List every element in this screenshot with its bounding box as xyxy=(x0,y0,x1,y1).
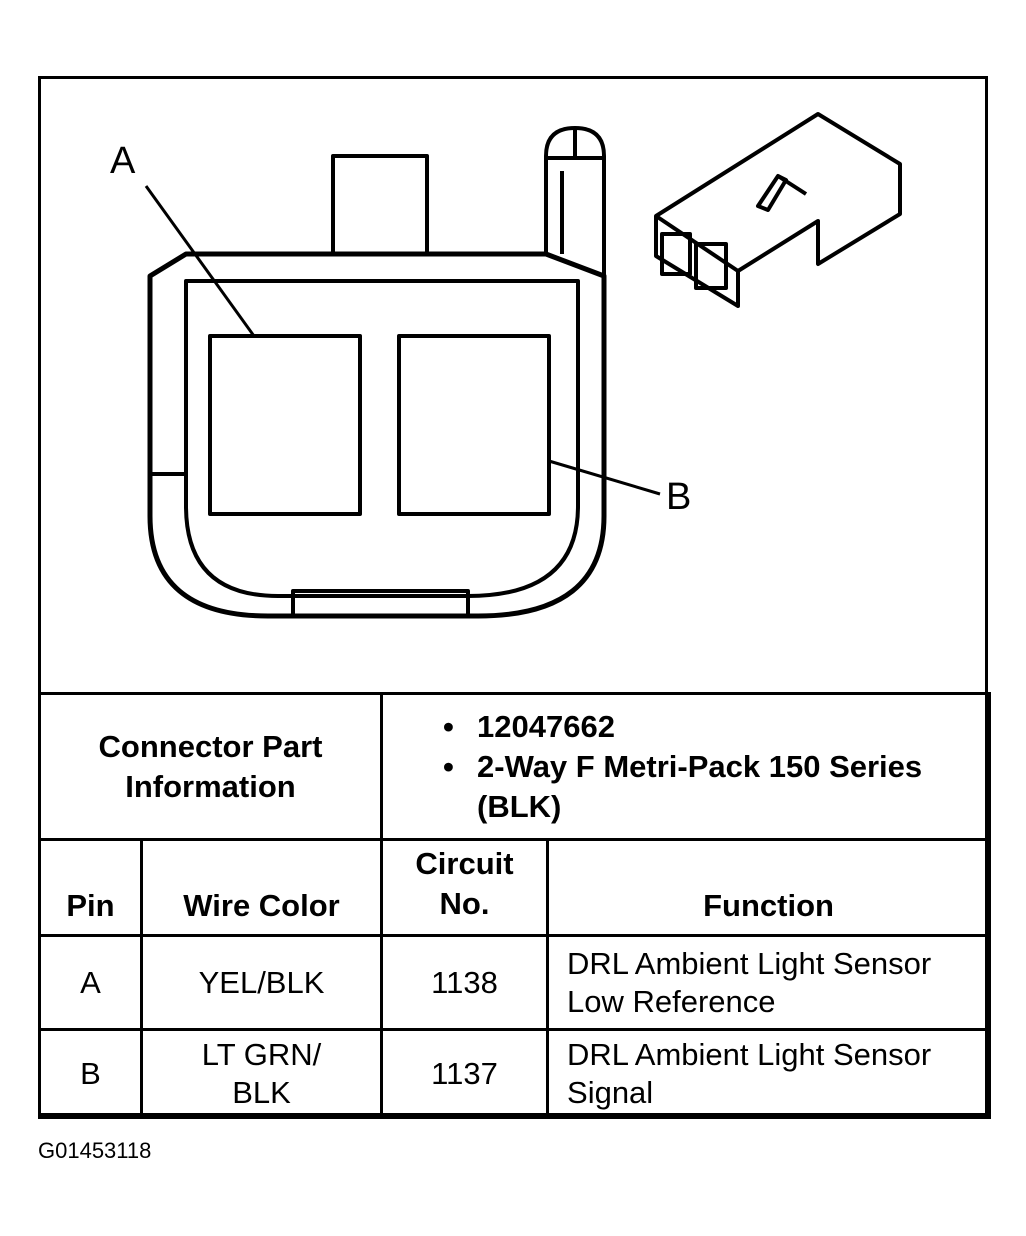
function-cell: DRL Ambient Light Sensor Signal xyxy=(546,1028,992,1119)
connector-info-table: Connector Part Information •12047662 •2-… xyxy=(37,692,992,1119)
bottom-key xyxy=(291,589,470,616)
leader-line-a xyxy=(144,185,256,337)
latch-tab xyxy=(331,154,429,256)
header-wire-color: Wire Color xyxy=(139,838,384,937)
callout-a: A xyxy=(110,140,136,182)
table-row: A YEL/BLK 1138 DRL Ambient Light Sensor … xyxy=(38,934,992,1031)
bullet-item: •12047662 xyxy=(443,708,615,744)
pin-cell: B xyxy=(38,1028,143,1119)
cavity-b xyxy=(397,334,551,516)
header-row: Pin Wire Color Circuit No. Function xyxy=(38,838,992,937)
leader-line-b xyxy=(548,459,661,496)
function-cell: DRL Ambient Light Sensor Low Reference xyxy=(546,934,992,1031)
connector-part-bullets: •12047662 •2-Way F Metri-Pack 150 Series… xyxy=(380,692,992,841)
cavity-a xyxy=(208,334,362,516)
connector-inner-outline xyxy=(184,279,580,598)
table-row: B LT GRN/ BLK 1137 DRL Ambient Light Sen… xyxy=(38,1028,992,1119)
connector-drawing: A B xyxy=(38,76,988,692)
callout-b: B xyxy=(666,476,692,518)
header-pin: Pin xyxy=(38,838,143,937)
circuit-cell: 1137 xyxy=(380,1028,550,1119)
header-circuit: Circuit No. xyxy=(380,838,550,937)
pin-cell: A xyxy=(38,934,143,1031)
connector-part-label: Connector Part Information xyxy=(37,692,384,841)
part-description: 2-Way F Metri-Pack 150 Series (BLK) xyxy=(477,748,923,824)
figure-id: G01453118 xyxy=(38,1138,152,1163)
connector-body-view-icon xyxy=(654,112,902,308)
part-number: 12047662 xyxy=(477,708,615,744)
wire-color-cell: YEL/BLK xyxy=(139,934,384,1031)
header-function: Function xyxy=(546,838,992,937)
connector-part-row: Connector Part Information •12047662 •2-… xyxy=(37,692,992,841)
bullet-item: •2-Way F Metri-Pack 150 Series (BLK) xyxy=(443,748,923,824)
connector-face-view-icon xyxy=(144,112,902,619)
wire-color-cell: LT GRN/ BLK xyxy=(139,1028,384,1119)
circuit-cell: 1138 xyxy=(380,934,550,1031)
connector-body-outline xyxy=(147,251,607,619)
